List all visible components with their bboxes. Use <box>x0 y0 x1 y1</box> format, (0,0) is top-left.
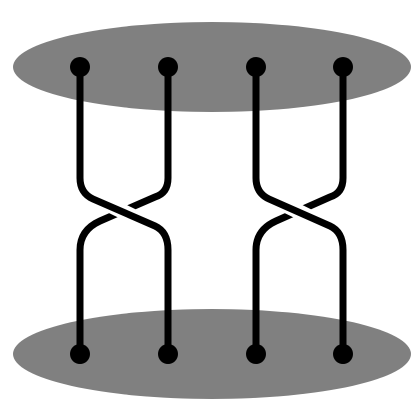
bottom-endpoints <box>70 344 353 364</box>
strand-3-over <box>252 63 347 358</box>
top-point-1 <box>70 57 90 77</box>
over-strands <box>76 63 347 358</box>
bottom-point-2 <box>158 344 178 364</box>
bottom-point-1 <box>70 344 90 364</box>
top-point-2 <box>158 57 178 77</box>
bottom-disk <box>13 309 411 399</box>
bottom-point-4 <box>333 344 353 364</box>
strand-1-over <box>76 63 172 358</box>
top-point-4 <box>333 57 353 77</box>
top-point-3 <box>246 57 266 77</box>
bottom-point-3 <box>246 344 266 364</box>
top-endpoints <box>70 57 353 77</box>
top-disk <box>13 22 411 112</box>
